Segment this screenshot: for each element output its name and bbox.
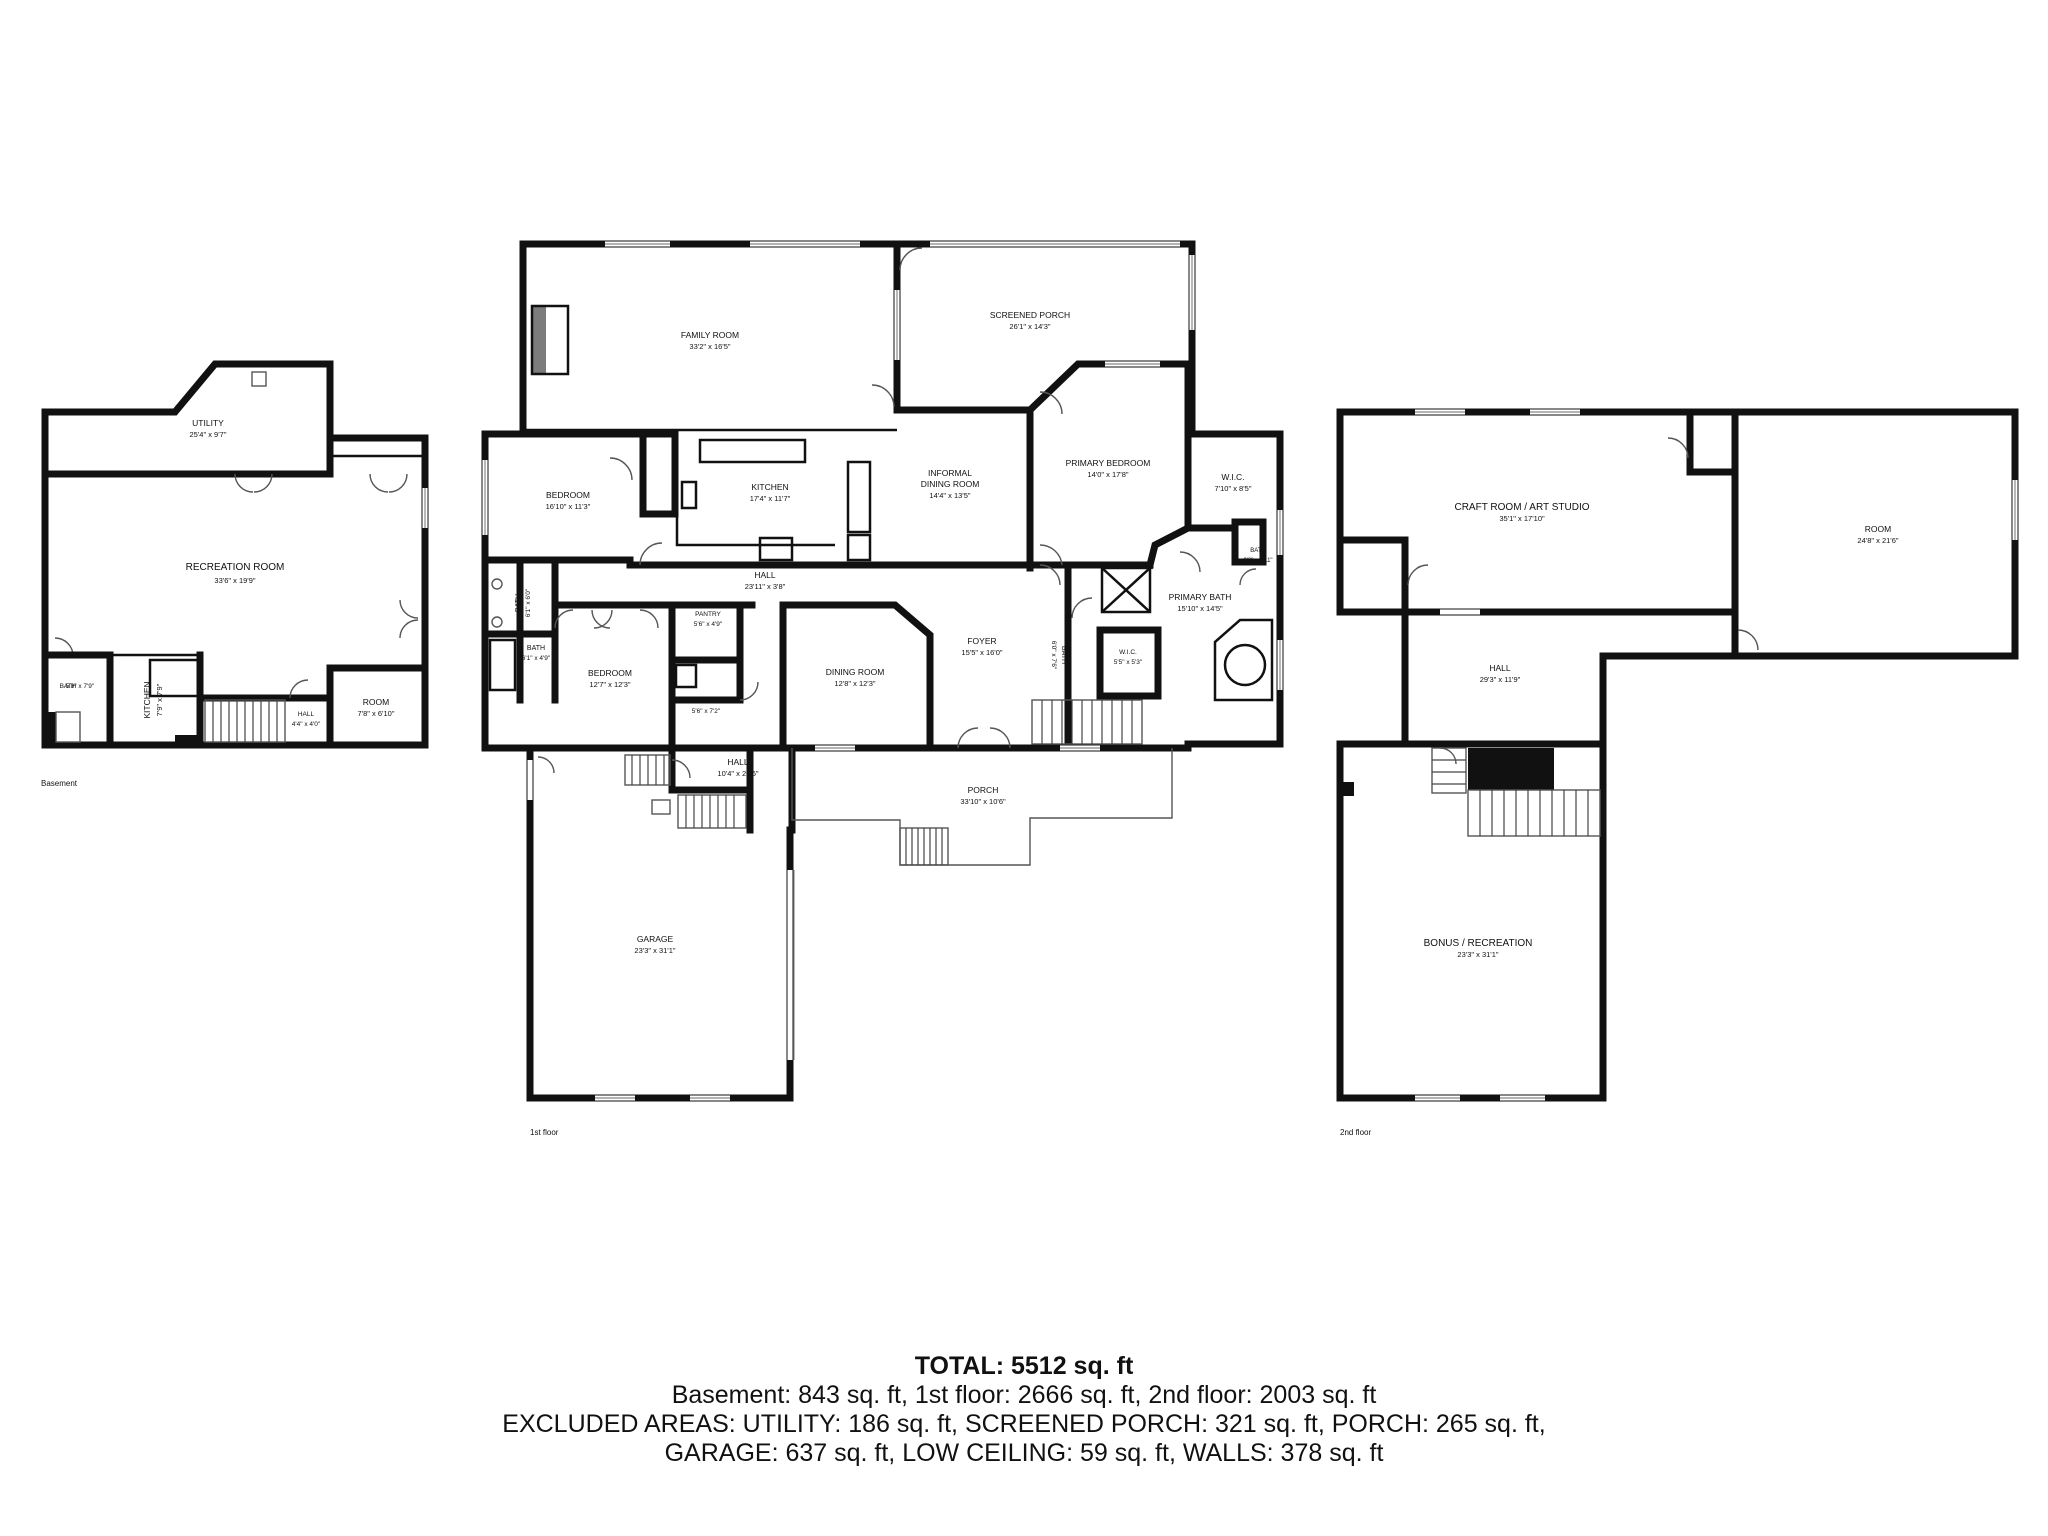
room-name: FAMILY ROOM [681,330,739,340]
room-dim: 33'2" x 16'5" [689,342,730,351]
basement-stairs [204,699,286,743]
total-area: TOTAL: 5512 sq. ft [914,1352,1134,1380]
room-name: RECREATION ROOM [186,562,285,573]
room-name: PRIMARY BATH [1169,592,1232,602]
room-labels: UTILITY 25'4" x 9'7" RECREATION ROOM 33'… [41,310,1899,1137]
room-name: BATH [527,645,545,652]
room-name: BATH [515,594,522,612]
room-name: W.I.C. [1221,472,1244,482]
room-dim: 14'4" x 13'5" [929,491,970,500]
room-name: ROOM [1865,524,1891,534]
room-name: HALL [298,711,315,718]
room-dim: 25'4" x 9'7" [190,430,227,439]
room-dim: 26'1" x 14'3" [1009,322,1050,331]
room-dim: 23'11" x 3'8" [745,582,786,591]
room-name: KITCHEN [751,482,788,492]
porch-stairs [899,827,949,866]
area-summary: TOTAL: 5512 sq. ft Basement: 843 sq. ft,… [0,1352,2048,1468]
excluded-areas: EXCLUDED AREAS: UTILITY: 186 sq. ft, SCR… [502,1410,1546,1438]
room-name: PORCH [968,785,999,795]
floor-label-second: 2nd floor [1340,1128,1371,1137]
room-dim: 5'8" x 7'9" [66,683,95,690]
first-floor-plan [481,240,1284,1102]
room-dim: 33'6" x 19'9" [214,576,255,585]
room-name: BATH [1060,646,1067,664]
room-dim: 35'1" x 17'10" [1499,514,1545,523]
room-dim: 17'4" x 11'7" [750,494,791,503]
room-name: BEDROOM [588,668,632,678]
room-dim: 6'0" x 7'6" [1050,641,1057,670]
room-dim: 5'6" x 4'9" [694,621,723,628]
room-name: PRIMARY BEDROOM [1066,458,1151,468]
room-name: BEDROOM [546,490,590,500]
room-name: ROOM [363,697,389,707]
room-dim: 29'3" x 11'9" [1480,675,1521,684]
room-name: CRAFT ROOM / ART STUDIO [1454,502,1589,513]
room-name: INFORMAL [928,468,972,478]
room-name: HALL [754,570,776,580]
room-name: FOYER [967,636,996,646]
room-dim: 23'3" x 31'1" [1457,950,1498,959]
room-dim: 15'10" x 14'5" [1177,604,1223,613]
room-dim: 6'1" x 6'0" [525,588,532,617]
room-dim: 24'8" x 21'6" [1857,536,1898,545]
room-dim: 7'9" x 7'9" [155,683,164,716]
room-name: BONUS / RECREATION [1424,938,1533,949]
room-dim: 7'8" x 6'10" [358,709,395,718]
room-name: HALL [1489,663,1511,673]
room-dim: 12'8" x 12'3" [834,679,875,688]
room-name: GARAGE [637,934,674,944]
room-name: W.I.C. [1119,649,1137,656]
foyer-stairs [1031,699,1143,745]
floor-areas: Basement: 843 sq. ft, 1st floor: 2666 sq… [671,1381,1377,1409]
second-floor-plan [1336,408,2019,1102]
room-dim: 4'4" x 4'0" [292,721,321,728]
room-name: DINING ROOM [921,479,980,489]
room-dim: 7'10" x 8'5" [1215,484,1252,493]
room-dim: 5'6" x 7'2" [692,708,721,715]
excluded-areas-continued: GARAGE: 637 sq. ft, LOW CEILING: 59 sq. … [664,1439,1384,1467]
room-name: BATH [1250,548,1266,554]
room-dim: 15'5" x 16'0" [961,648,1002,657]
room-name: UTILITY [192,418,224,428]
room-name: LAUNDRY [691,698,723,705]
second-floor-stairs [1431,747,1601,837]
first-floor-windows [482,241,1283,1101]
room-dim: 3'8" x 4'11" [1243,558,1272,564]
room-dim: 5'5" x 5'3" [1114,659,1143,666]
room-name: SCREENED PORCH [990,310,1070,320]
room-dim: 6'1" x 4'9" [522,655,551,662]
floor-label-basement: Basement [41,779,78,788]
room-name: HALL [727,757,749,767]
room-name: PANTRY [695,611,721,618]
floor-label-first: 1st floor [530,1128,559,1137]
room-dim: 14'0" x 17'8" [1087,470,1128,479]
room-name: DINING ROOM [826,667,885,677]
room-dim: 10'4" x 20'6" [717,769,758,778]
room-name: KITCHEN [142,681,152,718]
room-dim: 23'3" x 31'1" [634,946,675,955]
basement-plan [41,360,429,749]
room-name: BATH [60,683,77,690]
room-dim: 16'10" x 11'3" [546,502,591,511]
room-dim: 33'10" x 10'6" [960,797,1006,806]
second-floor-windows [1415,409,2018,1101]
garage-stairs [624,754,747,829]
room-dim: 12'7" x 12'3" [589,680,630,689]
